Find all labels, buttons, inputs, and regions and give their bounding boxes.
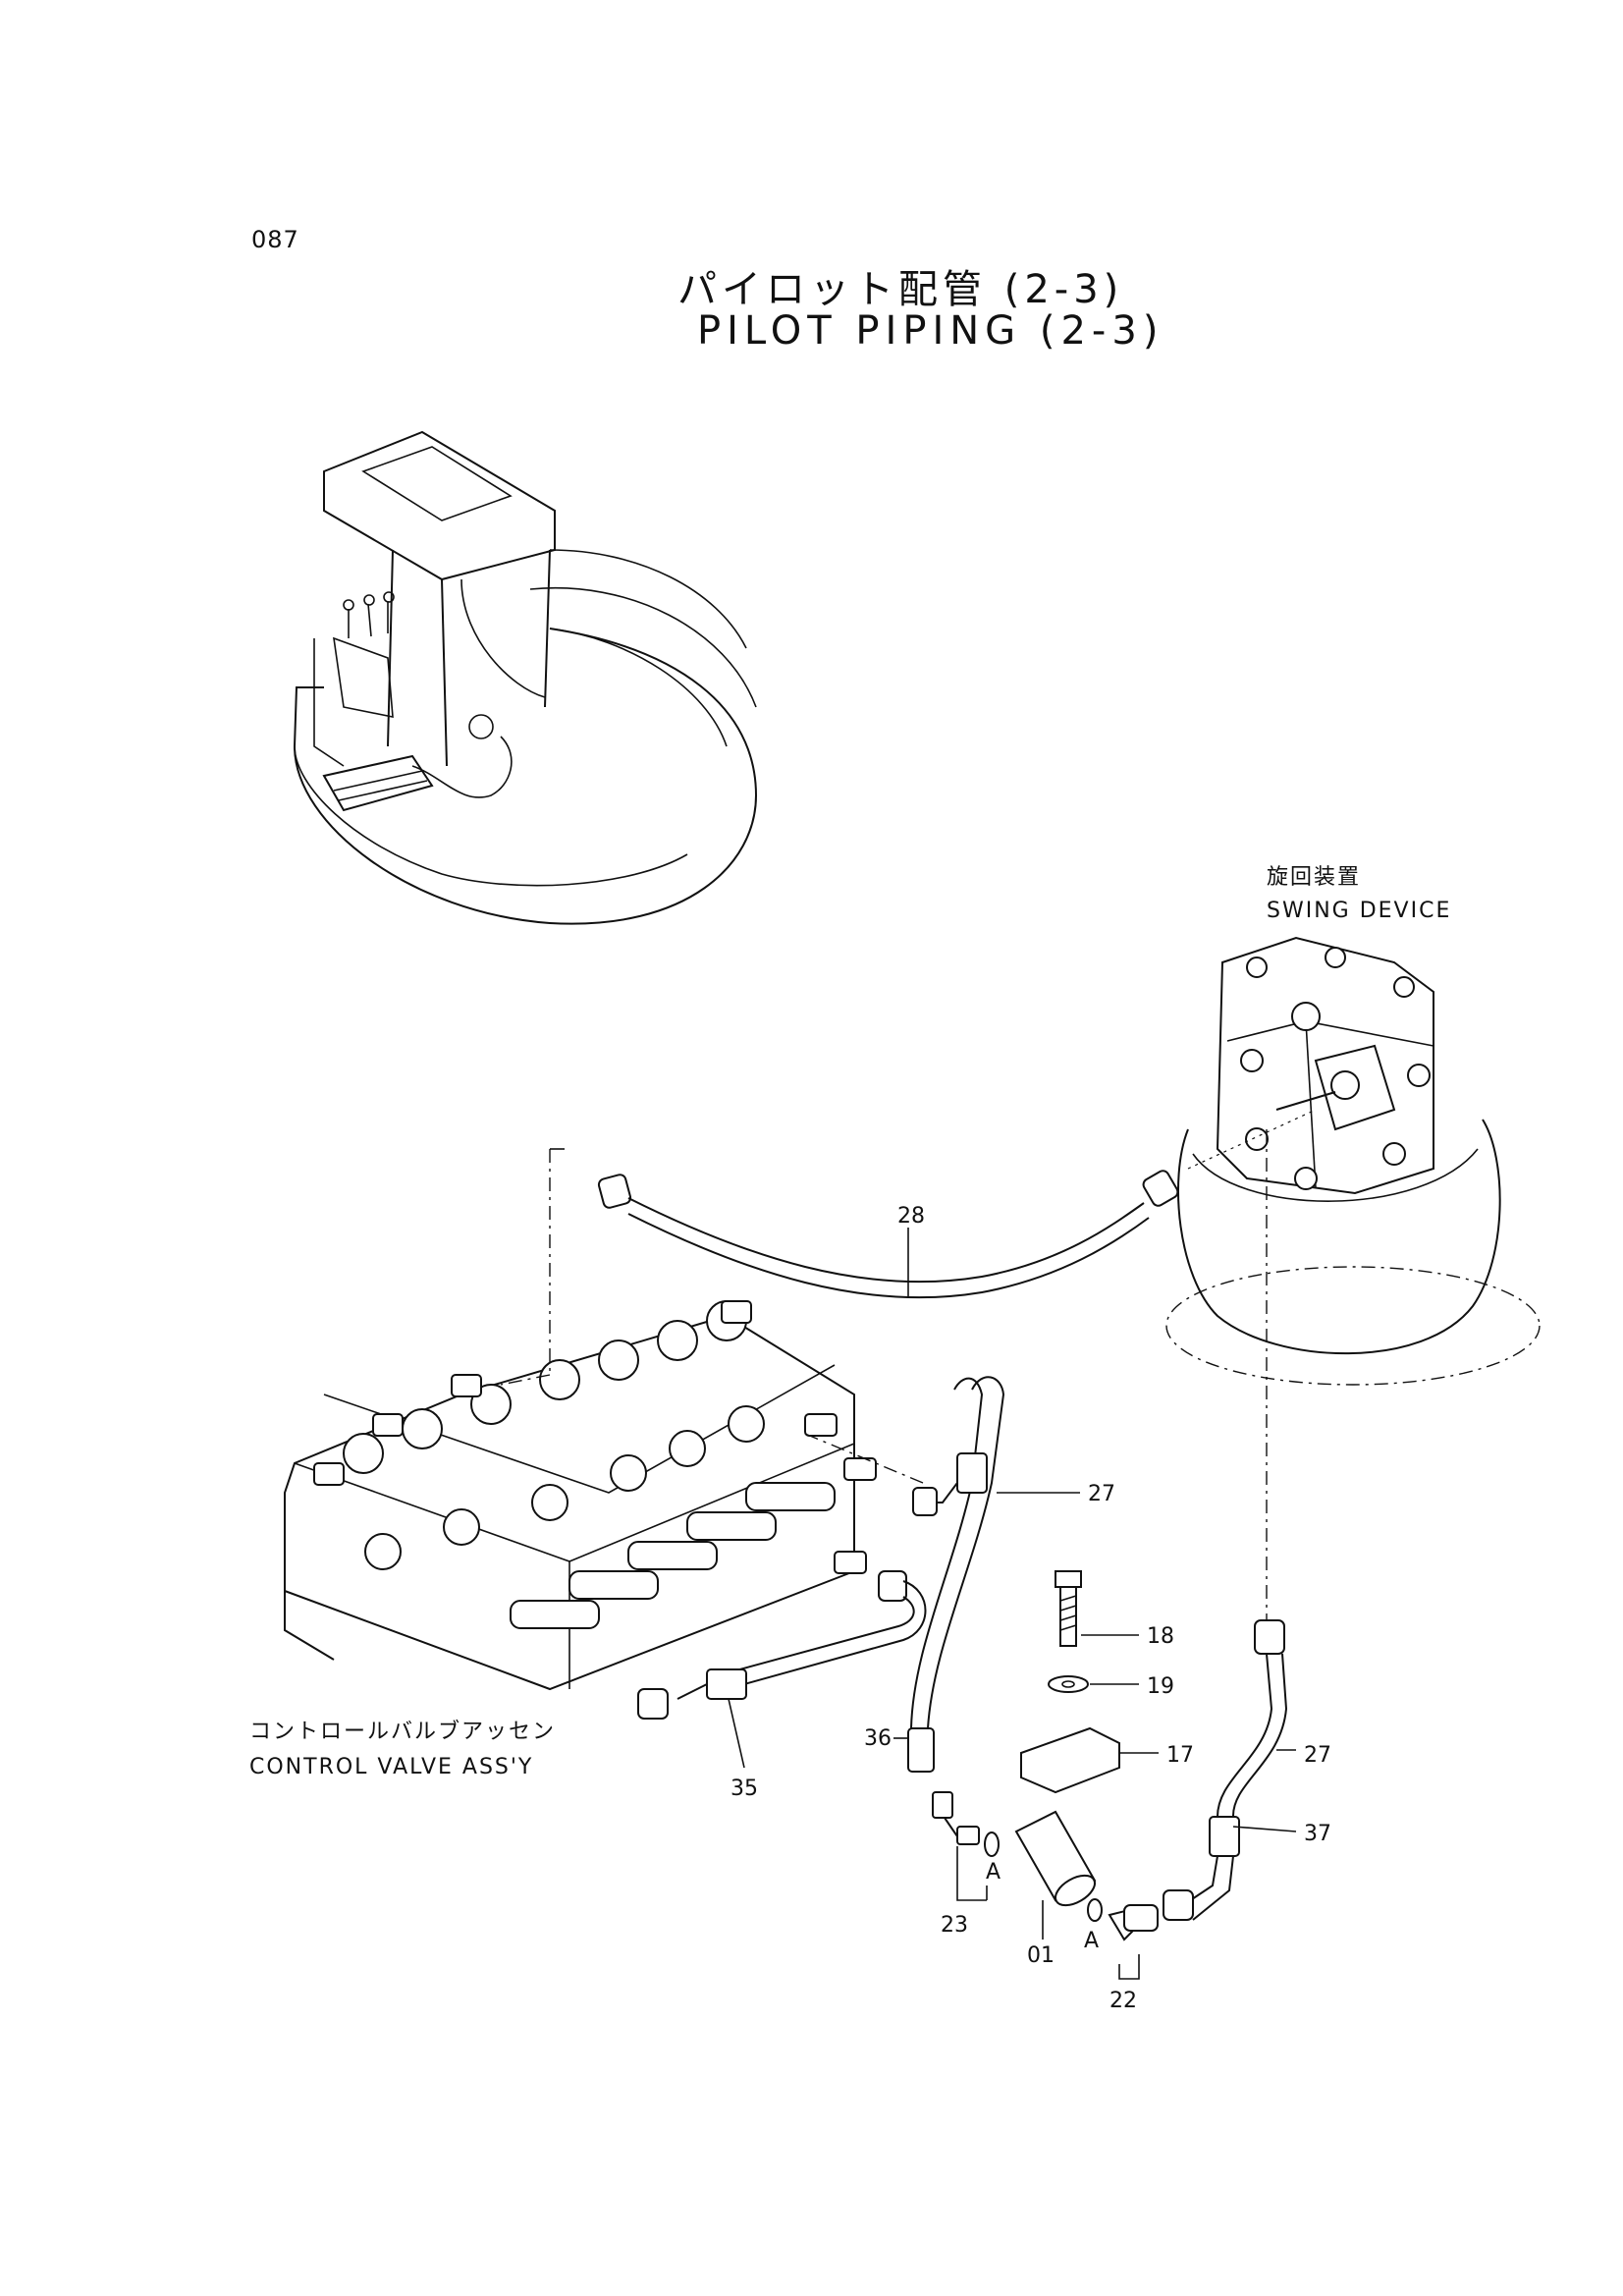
part-label-27-right: 27 — [1304, 1743, 1331, 1768]
control-valve-label-en: CONTROL VALVE ASS'Y — [249, 1755, 533, 1779]
hose-28 — [597, 1170, 1179, 1299]
part-label-01: 01 — [1027, 1943, 1055, 1968]
control-valve-illustration — [284, 1148, 924, 1691]
hose-35 — [637, 1570, 927, 1769]
part-label-18: 18 — [1147, 1624, 1174, 1649]
detail-mark-a-right: A — [1084, 1929, 1099, 1953]
title-english: PILOT PIPING (2-3) — [697, 308, 1164, 354]
swing-device-label-jp: 旋回装置 — [1267, 865, 1361, 890]
fittings-and-clamp — [932, 1570, 1159, 1980]
title-japanese: パイロット配管 (2-3) — [677, 267, 1124, 312]
part-label-22: 22 — [1109, 1989, 1137, 2013]
part-label-27-left: 27 — [1088, 1482, 1115, 1506]
part-label-37: 37 — [1304, 1822, 1331, 1846]
page-number: 087 — [251, 226, 299, 253]
part-label-36: 36 — [864, 1726, 892, 1751]
part-label-35: 35 — [730, 1777, 758, 1801]
detail-mark-a-left: A — [986, 1860, 1001, 1885]
swing-device-label-en: SWING DEVICE — [1267, 899, 1451, 923]
hose-27-37 — [1163, 1619, 1297, 1921]
machine-overview-illustration — [294, 430, 758, 925]
part-label-17: 17 — [1166, 1743, 1194, 1768]
swing-device-illustration — [1165, 936, 1541, 1620]
part-label-23: 23 — [941, 1913, 968, 1938]
part-label-19: 19 — [1147, 1674, 1174, 1699]
part-label-28: 28 — [897, 1204, 925, 1229]
control-valve-label-jp: コントロールバルブアッセン — [249, 1720, 556, 1744]
hose-27-36 — [907, 1376, 1080, 1773]
